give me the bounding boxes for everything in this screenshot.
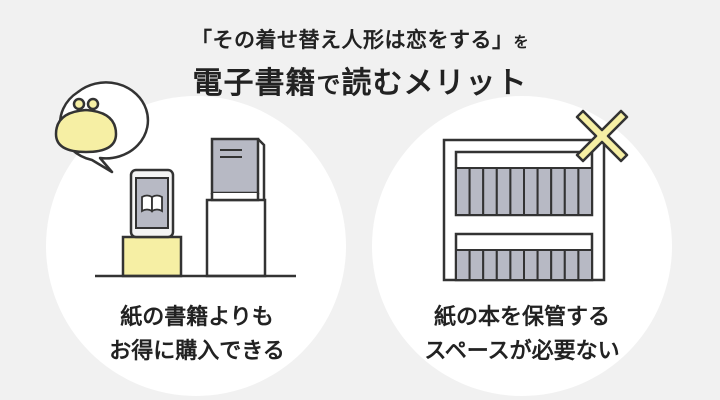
left-circle [46,96,346,396]
title-merit: 読むメリット [341,66,528,101]
title-line-2: 電子書籍で読むメリット [0,58,720,102]
benefit-price-line-2: お得に購入できる [109,339,285,364]
title-ebook: 電子書籍 [192,66,317,101]
smartphone-ebook-icon [129,168,175,239]
title-de: で [316,71,342,99]
white-pedestal [205,198,267,278]
benefit-price-line-1: 紙の書籍よりも [120,305,274,330]
yellow-stand [121,235,183,278]
paper-book-stack-icon [210,137,266,202]
benefit-caption-price: 紙の書籍よりも お得に購入できる [47,301,347,369]
purse-icon [54,81,150,174]
title-line-1: 「その着せ替え人形は恋をする」を [0,24,720,54]
benefit-space-line-1: 紙の本を保管する [433,305,610,330]
title-particle: を [513,33,529,51]
benefit-caption-space: 紙の本を保管する スペースが必要ない [372,301,672,369]
cross-mark-icon [575,109,629,163]
benefit-space-line-2: スペースが必要ない [424,339,620,364]
title-series-name: 「その着せ替え人形は恋をする」 [190,28,514,52]
bookshelf-icon [442,138,606,282]
